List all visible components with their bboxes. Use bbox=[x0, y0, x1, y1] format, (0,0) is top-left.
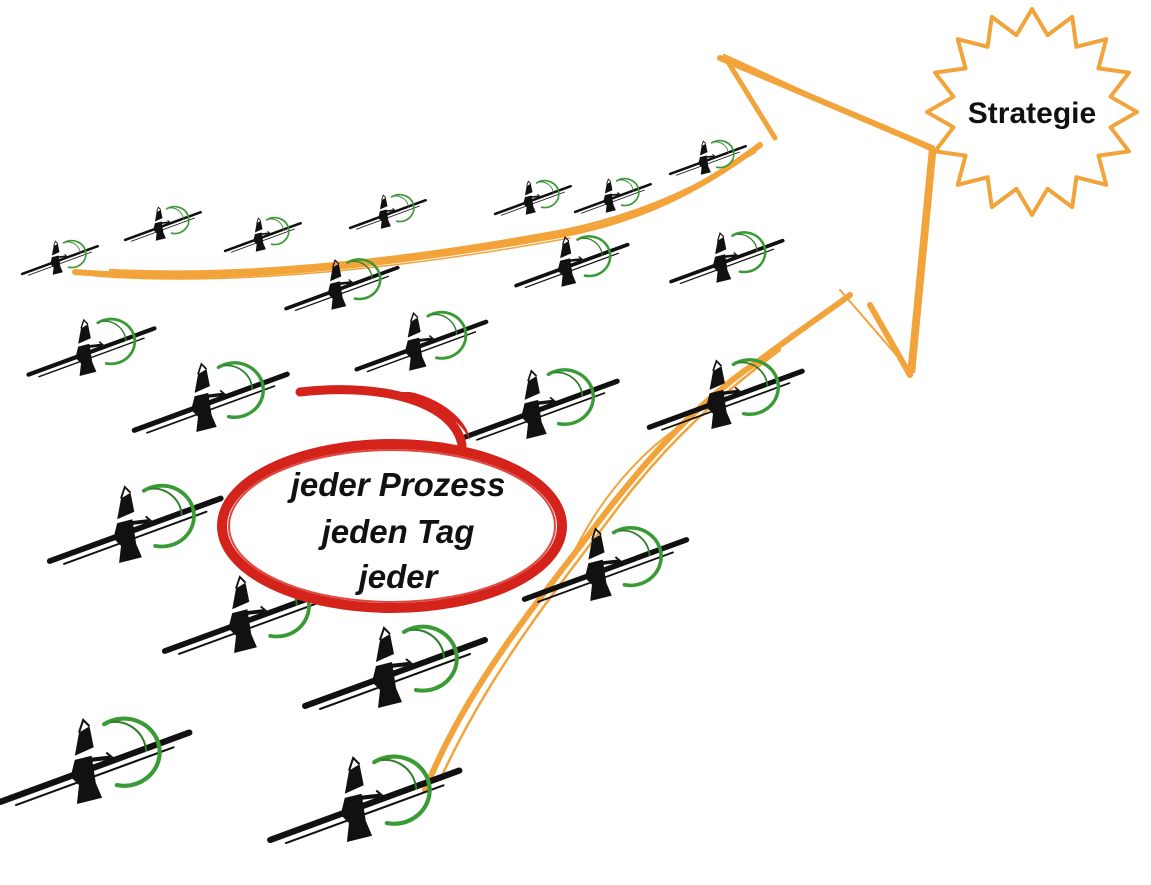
person-rolling-wheel-icon bbox=[305, 627, 485, 709]
person-rolling-wheel-icon bbox=[0, 719, 189, 805]
speech-line-2: jeden Tag bbox=[318, 513, 475, 550]
strategy-starburst: Strategie bbox=[925, 7, 1139, 217]
arrowhead bbox=[717, 55, 935, 378]
person-rolling-wheel-icon bbox=[348, 193, 427, 231]
person-rolling-wheel-icon bbox=[357, 312, 487, 371]
person-rolling-wheel-icon bbox=[223, 216, 302, 254]
strategy-arrow bbox=[72, 53, 937, 793]
upper-stroke bbox=[72, 142, 763, 279]
starburst-shape bbox=[925, 7, 1139, 217]
person-rolling-wheel-icon bbox=[134, 363, 287, 433]
speech-bubble-outline bbox=[217, 439, 567, 613]
speech-line-1: jeder Prozess bbox=[287, 466, 506, 503]
speech-bubble: jeder Prozess jeden Tag jeder bbox=[217, 385, 567, 613]
person-rolling-wheel-icon bbox=[493, 179, 572, 217]
person-rolling-wheel-icon bbox=[464, 370, 617, 440]
lower-stroke bbox=[422, 292, 853, 793]
strategy-label: Strategie bbox=[968, 97, 1096, 130]
person-rolling-wheel-icon bbox=[123, 205, 202, 243]
person-rolling-wheel-icon bbox=[669, 230, 785, 286]
person-rolling-wheel-icon bbox=[29, 319, 155, 377]
person-rolling-wheel-icon bbox=[668, 139, 747, 177]
person-rolling-wheel-icon bbox=[50, 486, 221, 564]
speech-line-3: jeder bbox=[355, 558, 440, 595]
